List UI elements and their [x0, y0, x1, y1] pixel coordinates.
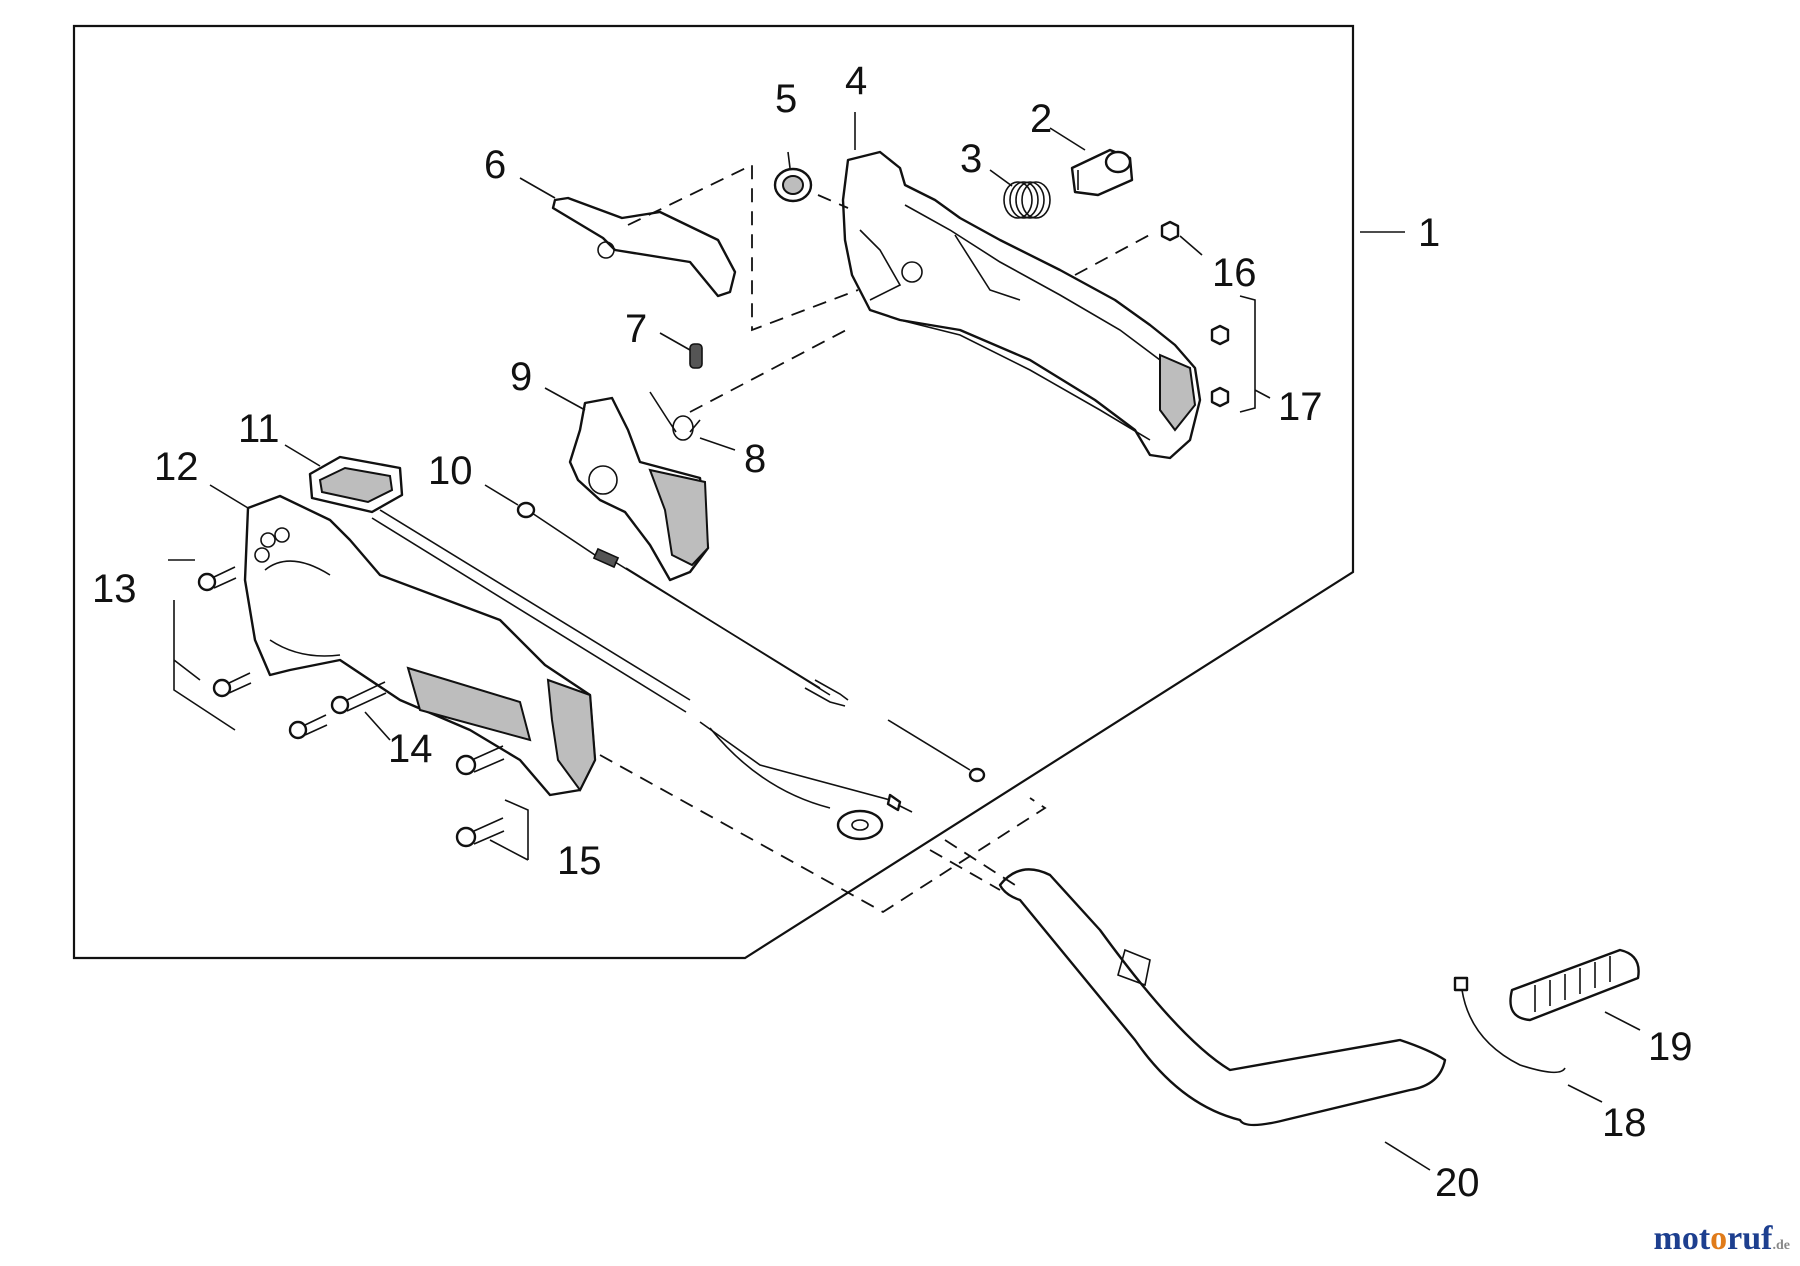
callout-14: 14 [388, 727, 433, 771]
part-15-screws [455, 745, 505, 848]
part-16-nut [1160, 220, 1180, 242]
callout-6: 6 [484, 143, 506, 187]
watermark-logo: motoruf.de [1653, 1220, 1790, 1257]
callout-11: 11 [238, 407, 280, 451]
callout-16: 16 [1212, 251, 1257, 295]
leader-lines [168, 112, 1641, 1171]
callout-20: 20 [1435, 1161, 1480, 1205]
part-11-switch [308, 455, 404, 514]
callout-2: 2 [1030, 97, 1052, 141]
callout-13: 13 [92, 567, 137, 611]
assembly-guide-lines [599, 163, 1156, 914]
callout-4: 4 [845, 59, 867, 103]
callout-19: 19 [1648, 1025, 1693, 1069]
part-2-button [1070, 148, 1134, 197]
callout-17: 17 [1278, 385, 1323, 429]
part-4-handle-housing [841, 150, 1202, 460]
callout-labels: 1 2 3 4 5 6 7 8 9 10 11 12 13 14 15 16 1… [92, 59, 1693, 1205]
callout-10: 10 [428, 449, 473, 493]
part-8-torsion-spring [649, 391, 701, 441]
callout-12: 12 [154, 445, 199, 489]
callout-3: 3 [960, 137, 982, 181]
callout-8: 8 [744, 437, 766, 481]
part-19-grip [1509, 948, 1640, 1022]
part-7-small-spring [689, 343, 703, 369]
callout-5: 5 [775, 77, 797, 121]
part-10-throttle-cable [516, 501, 986, 783]
callout-9: 9 [510, 355, 532, 399]
part-20-tube-handle [998, 868, 1447, 1127]
part-17-nuts [1210, 324, 1230, 408]
part-11-switch-wires [371, 509, 913, 841]
part-6-lever [551, 196, 737, 298]
assembly-group-frame [72, 24, 1355, 960]
part-3-spring [1003, 181, 1051, 219]
part-9-throttle-trigger [568, 396, 710, 582]
callout-1: 1 [1418, 211, 1440, 255]
callout-15: 15 [557, 839, 602, 883]
part-14-screw [330, 681, 387, 715]
callout-18: 18 [1602, 1101, 1647, 1145]
callout-7: 7 [625, 307, 647, 351]
part-12-handle-grip [243, 494, 597, 797]
part-13-screws [197, 566, 328, 740]
part-5-cap [773, 167, 813, 203]
part-18-clamp-band [1453, 976, 1566, 1074]
